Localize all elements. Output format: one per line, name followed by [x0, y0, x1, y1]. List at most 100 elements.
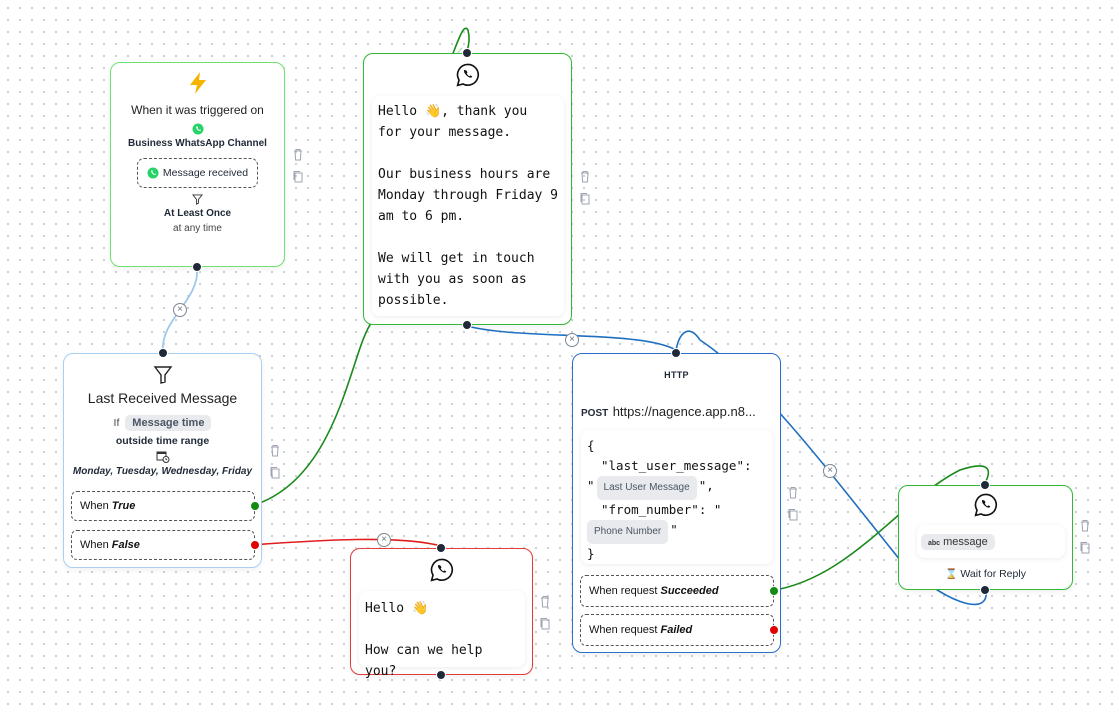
- branch-true-value: True: [111, 500, 136, 512]
- body-key2: "from_number": ": [601, 502, 722, 517]
- greeting-message-node[interactable]: Hello 👋 How can we help you?: [350, 543, 533, 680]
- trigger-node[interactable]: When it was triggered on Business WhatsA…: [110, 62, 285, 272]
- body-close: }: [587, 546, 595, 561]
- request-line: POST https://nagence.app.n8...: [581, 403, 776, 421]
- copy-icon[interactable]: [1079, 541, 1091, 555]
- output-handle[interactable]: [980, 585, 990, 595]
- false-output-handle[interactable]: [250, 540, 260, 550]
- filter-node[interactable]: Last Received Message If Message time ou…: [63, 348, 262, 568]
- hours-tools: [579, 170, 591, 214]
- request-failed[interactable]: When request Failed: [580, 614, 779, 646]
- timing-label: at any time: [173, 223, 222, 234]
- output-handle[interactable]: [192, 262, 202, 272]
- output-handle[interactable]: [436, 670, 446, 680]
- edge-delete-icon[interactable]: ×: [173, 303, 187, 317]
- message-bubble[interactable]: Hello 👋, thank you for your message. Our…: [372, 96, 564, 316]
- message-bubble[interactable]: Hello 👋 How can we help you?: [359, 591, 525, 679]
- message-text: Hello 👋, thank you for your message. Our…: [378, 104, 559, 308]
- trigger-title: When it was triggered on: [131, 103, 264, 117]
- filter-tools: [269, 444, 281, 488]
- whatsapp-icon: [147, 167, 159, 179]
- http-node[interactable]: HTTP POST https://nagence.app.n8... { "l…: [572, 348, 781, 653]
- greeting-tools: [539, 595, 551, 639]
- success-prefix: When request: [589, 585, 658, 597]
- whatsapp-icon: [973, 493, 997, 517]
- trash-icon[interactable]: [539, 595, 551, 609]
- condition-label: outside time range: [115, 435, 210, 447]
- hourglass-icon: ⌛: [945, 569, 958, 580]
- http-title: HTTP: [664, 370, 689, 380]
- input-handle[interactable]: [462, 48, 472, 58]
- variable-box[interactable]: abc message: [917, 525, 1065, 558]
- event-box[interactable]: Message received: [137, 158, 258, 188]
- fail-prefix: When request: [589, 624, 658, 636]
- body-quote: ",: [698, 478, 714, 493]
- trash-icon[interactable]: [292, 148, 304, 162]
- body-key1: "last_user_message":: [601, 458, 752, 473]
- wait-reply-node[interactable]: abc message ⌛ Wait for Reply: [898, 480, 1073, 595]
- body-quote: ": [587, 478, 595, 493]
- trash-icon[interactable]: [787, 486, 799, 500]
- success-output-handle[interactable]: [769, 586, 779, 596]
- variable-pill[interactable]: Last User Message: [596, 476, 697, 500]
- fail-output-handle[interactable]: [769, 625, 779, 635]
- message-text: Hello 👋 How can we help you?: [365, 601, 483, 679]
- http-tools: [787, 486, 799, 530]
- branch-false-value: False: [111, 539, 140, 551]
- wait-action: Wait for Reply: [960, 568, 1026, 580]
- trash-icon[interactable]: [1079, 519, 1091, 533]
- variable-name: message: [943, 536, 988, 548]
- filter-icon: [153, 366, 172, 384]
- fail-value: Failed: [660, 624, 693, 636]
- variable-pill[interactable]: Phone Number: [587, 520, 669, 544]
- edge-hours-http[interactable]: [466, 325, 701, 352]
- edge-false-greeting[interactable]: [250, 538, 442, 547]
- whatsapp-icon: [192, 123, 203, 135]
- channel-name: Business WhatsApp Channel: [128, 138, 267, 149]
- request-succeeded[interactable]: When request Succeeded: [580, 575, 779, 607]
- edge-delete-icon[interactable]: ×: [377, 533, 391, 547]
- http-url: https://nagence.app.n8...: [612, 404, 756, 419]
- trash-icon[interactable]: [269, 444, 281, 458]
- variable-pill[interactable]: abc message: [921, 534, 995, 550]
- whatsapp-icon: [429, 558, 453, 582]
- branch-false[interactable]: When False: [71, 530, 260, 560]
- field-pill[interactable]: Message time: [125, 415, 212, 431]
- copy-icon[interactable]: [787, 508, 799, 522]
- filter-icon: [192, 194, 203, 205]
- copy-icon[interactable]: [539, 617, 551, 631]
- branch-true-prefix: When: [80, 500, 109, 512]
- input-handle[interactable]: [158, 348, 168, 358]
- copy-icon[interactable]: [579, 192, 591, 206]
- days-label: Monday, Tuesday, Wednesday, Friday: [72, 466, 253, 477]
- wait-tools: [1079, 519, 1091, 563]
- calendar-clock-icon: [156, 451, 169, 463]
- event-label: Message received: [162, 167, 249, 179]
- http-method: POST: [581, 408, 609, 419]
- edge-delete-icon[interactable]: ×: [823, 464, 837, 478]
- success-value: Succeeded: [660, 585, 719, 597]
- body-open: {: [587, 438, 595, 453]
- filter-title: Last Received Message: [87, 390, 238, 406]
- copy-icon[interactable]: [292, 170, 304, 184]
- request-body[interactable]: { "last_user_message": "Last User Messag…: [581, 430, 773, 564]
- branch-false-prefix: When: [80, 539, 109, 551]
- output-handle[interactable]: [462, 320, 472, 330]
- true-output-handle[interactable]: [250, 501, 260, 511]
- input-handle[interactable]: [436, 543, 446, 553]
- trigger-tools: [292, 148, 304, 192]
- copy-icon[interactable]: [269, 466, 281, 480]
- branch-true[interactable]: When True: [71, 491, 260, 521]
- if-label: If: [113, 417, 120, 429]
- lightning-icon: [189, 72, 206, 94]
- body-quote: ": [670, 522, 678, 537]
- input-handle[interactable]: [671, 348, 681, 358]
- hours-message-node[interactable]: Hello 👋, thank you for your message. Our…: [363, 48, 572, 330]
- text-type-badge: abc: [928, 540, 941, 547]
- input-handle[interactable]: [980, 480, 990, 490]
- frequency-label: At Least Once: [163, 208, 232, 219]
- trash-icon[interactable]: [579, 170, 591, 184]
- edge-delete-icon[interactable]: ×: [565, 333, 579, 347]
- whatsapp-icon: [455, 63, 479, 87]
